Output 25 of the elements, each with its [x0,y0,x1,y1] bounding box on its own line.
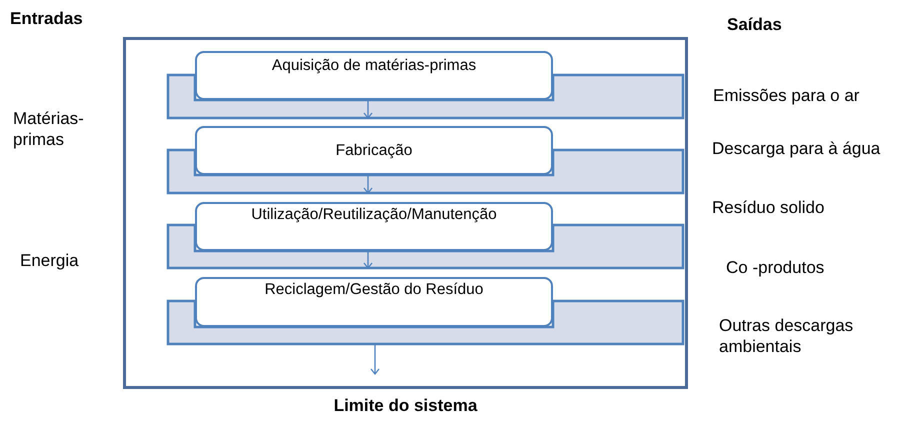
flow-label: Matérias-primas [13,108,85,150]
flow-label: Emissões para o ar [713,85,860,106]
stage-label: Fabricação [336,142,412,160]
flow-label: Descarga para à água [712,138,882,159]
stage-label: Aquisição de matérias-primas [272,57,476,75]
stage-label: Utilização/Reutilização/Manutenção [251,206,497,224]
stage-label: Reciclagem/Gestão do Resíduo [264,281,484,299]
column-heading: Saídas [727,14,783,35]
flow-label: Resíduo solido [712,197,826,218]
process-box [195,277,553,327]
arrow [370,344,380,375]
flow-label: Energia [20,250,80,271]
arrow [363,175,373,194]
arrow [363,100,373,119]
flow-label: Outras descargas ambientais [719,315,854,357]
stage-band [166,300,684,346]
process-box [195,126,553,175]
process-box [195,51,553,100]
stage-band [166,224,684,270]
boundary-title: Limite do sistema [334,396,478,416]
stage-band [166,74,684,120]
arrow [363,251,373,269]
flow-label: Co -produtos [726,257,826,278]
process-box [195,202,553,251]
column-heading: Entradas [10,8,84,29]
